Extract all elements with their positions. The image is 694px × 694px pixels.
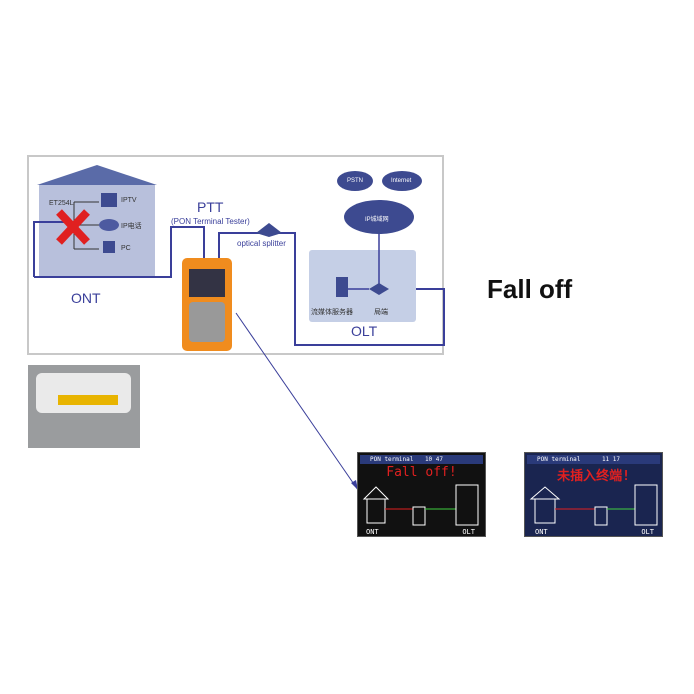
internet-cloud [382,171,422,191]
screen-message: Fall off! [386,465,457,480]
ont-photo [28,365,140,448]
pc-label: PC [121,245,131,252]
screen-header: PON terminal [537,456,581,463]
screen-ont-label: ONT [535,528,548,536]
tv-icon [101,193,117,207]
switch-icon [369,283,389,295]
diagram-graphics [33,165,445,351]
red-x-icon [56,209,90,245]
screen-link-graphic [529,484,658,526]
metro-network-label: IP城域网 [365,217,389,223]
olt-box [309,250,416,322]
olt-fiber [218,232,445,346]
pstn-label: PSTN [347,178,364,184]
screen-time: 10 47 [424,456,443,463]
internet-label: Internet [391,178,412,184]
screen-header: PON terminal [370,456,414,463]
ptt-label: PTT [197,199,224,215]
screen-message: 未插入终端! [557,469,630,484]
ptt-full-label: (PON Terminal Tester) [171,217,250,226]
screen-olt-label: OLT [462,528,475,536]
olt-label: OLT [351,323,378,339]
screen-time: 11 17 [601,456,620,463]
ont-fiber [33,221,69,277]
media-server-label: 流媒体服务器 [311,309,353,316]
house-roof [37,165,157,185]
tester-screen-fall-off: PON terminal 10 47 Fall off! ONT OLT [357,452,486,537]
page-title: Fall off [487,274,573,304]
pc-icon [103,241,115,253]
ptt-device-icon [182,258,232,351]
phone-icon [99,219,119,231]
ont-label: ONT [71,290,101,306]
ip-phone-label: IP电话 [121,223,142,230]
screen-ont-label: ONT [366,528,379,536]
screen-olt-label: OLT [641,528,654,536]
metro-cloud [344,200,414,234]
splitter-icon [256,223,282,237]
splitter-label: optical splitter [237,239,286,248]
screen-link-graphic [362,484,479,526]
server-icon [336,277,348,297]
home-device-label: ET254L [49,200,74,207]
iptv-label: IPTV [121,197,137,204]
network-diagram: ET254L IPTV IP电话 PC ONT PTT (PON Termina… [27,155,445,355]
house-body [39,185,155,277]
pstn-cloud [337,171,373,191]
central-office-label: 局端 [374,309,388,316]
tester-screen-not-inserted: PON terminal 11 17 未插入终端! ONT OLT [524,452,663,537]
